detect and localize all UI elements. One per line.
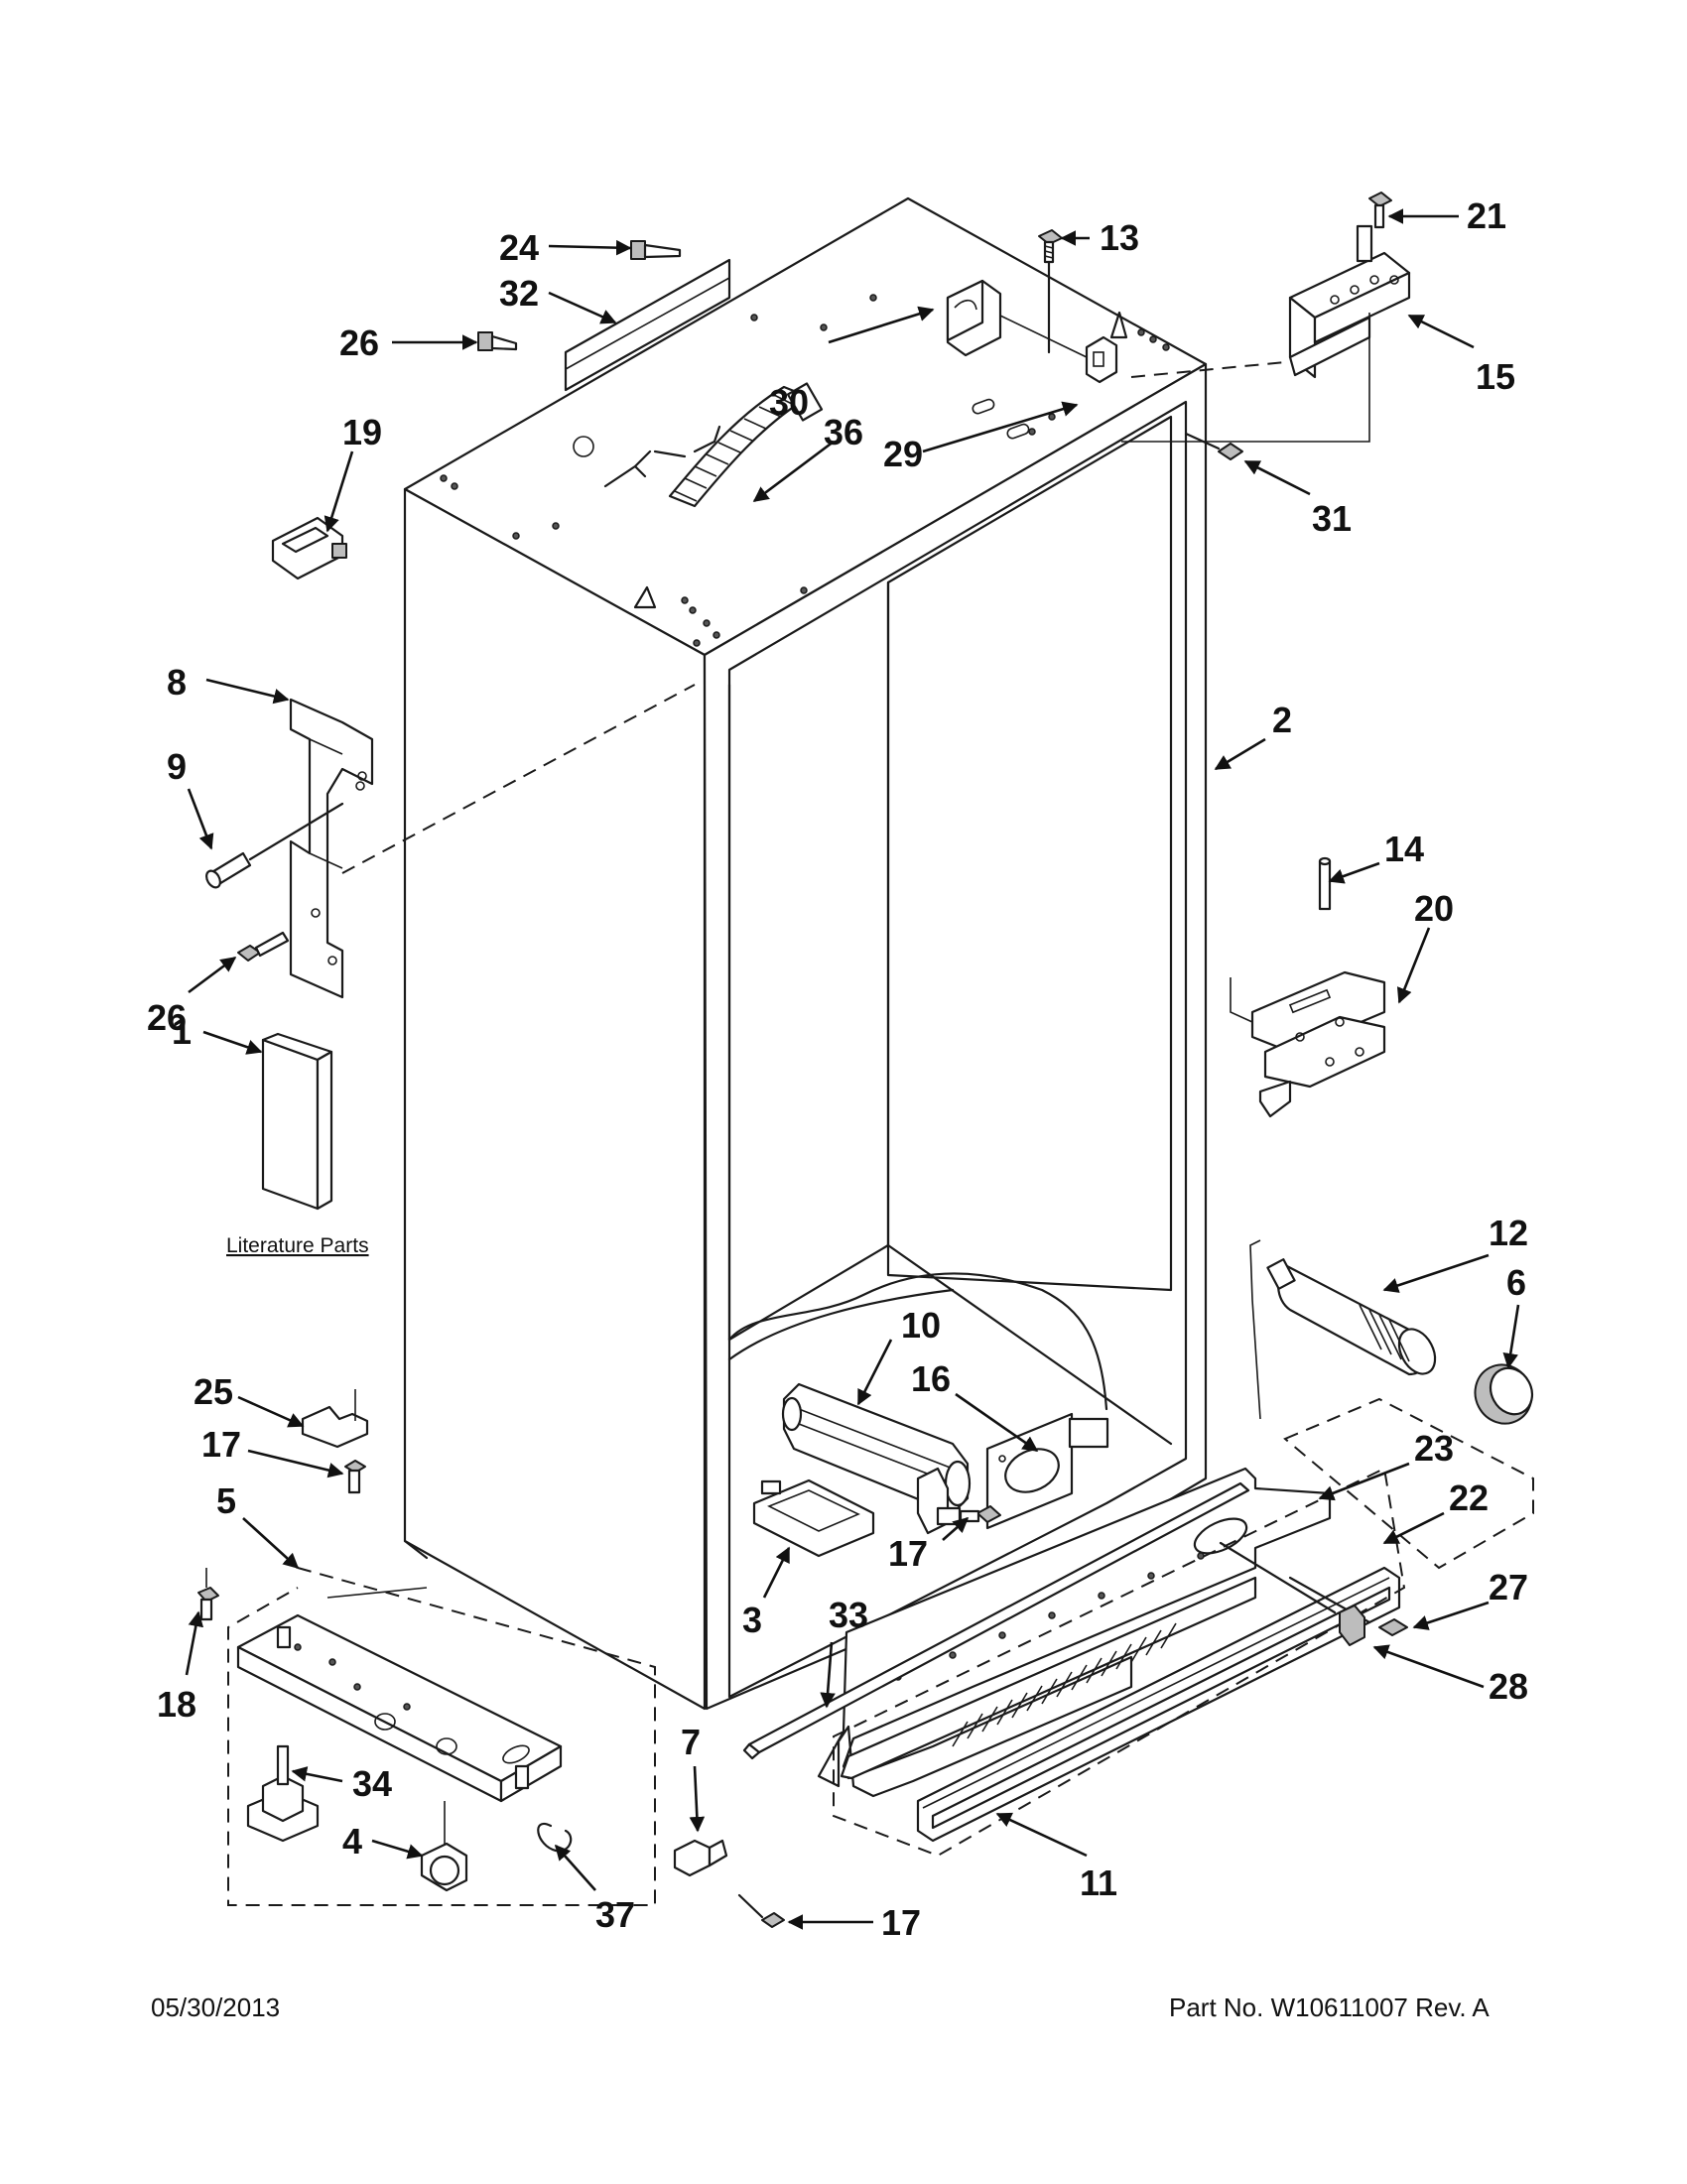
grille-assembly-box <box>1283 1397 1534 1570</box>
callout-36: 36 <box>824 412 863 452</box>
callout-18: 18 <box>157 1684 196 1725</box>
callout-6: 6 <box>1506 1262 1526 1303</box>
callout-22: 22 <box>1449 1477 1489 1518</box>
callout-10: 10 <box>901 1305 941 1346</box>
leveler-34 <box>246 1744 320 1843</box>
screw-26-top <box>477 331 518 351</box>
drain-pan <box>781 1382 972 1535</box>
callout-27: 27 <box>1489 1567 1528 1607</box>
callout-1: 1 <box>172 1011 192 1052</box>
wire-harness <box>603 382 824 508</box>
callout-34: 34 <box>352 1763 392 1804</box>
base-rail-5 <box>236 1587 563 1803</box>
callout-15: 15 <box>1476 356 1515 397</box>
callout-30: 30 <box>769 382 809 423</box>
callout-3: 3 <box>742 1600 762 1640</box>
callout-8: 8 <box>167 662 187 703</box>
callout-32: 32 <box>499 273 539 314</box>
knob-28 <box>1219 1541 1365 1646</box>
callout-33: 33 <box>829 1595 868 1635</box>
callout-13: 13 <box>1100 217 1139 258</box>
callout-31: 31 <box>1312 498 1352 539</box>
callout-37: 37 <box>595 1894 635 1935</box>
bracket-29 <box>1085 335 1118 384</box>
callout-17-left: 17 <box>201 1424 241 1465</box>
callout-29: 29 <box>883 434 923 474</box>
door-stop-bracket <box>289 684 696 999</box>
callout-2: 2 <box>1272 700 1292 740</box>
callout-16: 16 <box>911 1358 951 1399</box>
footer-part-number: Part No. W10611007 Rev. A <box>1169 1992 1490 2022</box>
bracket-25 <box>301 1389 369 1449</box>
callout-19: 19 <box>342 412 382 452</box>
screw-17-mid <box>959 1505 1001 1523</box>
callout-14: 14 <box>1384 829 1424 869</box>
callout-25: 25 <box>194 1371 233 1412</box>
screw-26-left <box>237 931 290 962</box>
callout-7: 7 <box>681 1722 701 1762</box>
cabinet <box>403 196 1208 1711</box>
bracket-7 <box>673 1839 728 1877</box>
clip-37 <box>537 1822 573 1853</box>
middle-hinge <box>1230 970 1386 1118</box>
pin-14 <box>1318 856 1332 911</box>
bracket-3 <box>752 1478 875 1558</box>
callout-26-left: 26 <box>147 997 187 1038</box>
screw-21 <box>1368 192 1392 229</box>
toe-grille <box>833 1467 1406 1858</box>
callout-24: 24 <box>499 227 539 268</box>
callout-9: 9 <box>167 746 187 787</box>
screw-17-bottom <box>737 1893 785 1928</box>
callout-5: 5 <box>216 1480 236 1521</box>
rear-top-panel <box>564 258 731 392</box>
callout-17-bottom: 17 <box>881 1902 921 1943</box>
callout-28: 28 <box>1489 1666 1528 1707</box>
filter-cap <box>1474 1363 1534 1425</box>
callout-12: 12 <box>1489 1213 1528 1253</box>
screw-24 <box>630 240 682 260</box>
fan-shroud <box>985 1412 1109 1530</box>
footer-date: 05/30/2013 <box>151 1992 281 2022</box>
control-box <box>946 279 1088 358</box>
water-filter-housing <box>1249 1239 1437 1420</box>
roller-4 <box>420 1801 468 1892</box>
callout-21: 21 <box>1467 195 1506 236</box>
base-rail <box>742 1481 1250 1760</box>
callout-labels: 24 32 26 19 8 9 26 1 Literature Parts 13… <box>147 195 1528 1943</box>
callout-17-mid: 17 <box>888 1533 928 1574</box>
callout-11: 11 <box>1080 1863 1117 1903</box>
literature-parts <box>261 1032 333 1211</box>
cabinet-top-holes <box>440 294 1170 647</box>
screw-17-left <box>344 1460 366 1494</box>
literature-label: Literature Parts <box>226 1234 369 1257</box>
callout-26-top: 26 <box>339 322 379 363</box>
upper-hinge <box>1121 224 1411 443</box>
leader-lines <box>185 208 1520 1930</box>
callout-23: 23 <box>1414 1428 1454 1469</box>
toe-grille-plate <box>817 1467 1332 1798</box>
screw-18 <box>197 1568 219 1621</box>
callout-20: 20 <box>1414 888 1454 929</box>
callout-4: 4 <box>342 1821 362 1862</box>
pin-9 <box>205 802 344 889</box>
clip-19 <box>271 516 347 580</box>
base-assembly-box <box>227 1567 656 1906</box>
